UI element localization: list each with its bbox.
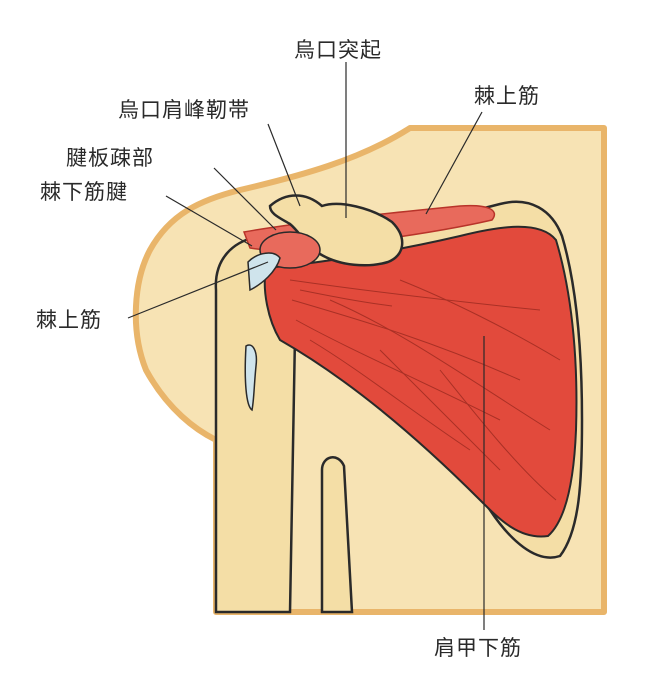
bicipital-groove xyxy=(244,344,258,412)
muscle-fibres xyxy=(289,279,561,501)
leader-lines xyxy=(127,62,485,630)
coracoid-process xyxy=(268,194,404,267)
scapula-lower-edge xyxy=(320,456,354,614)
label-coracoacromial-ligament: 烏口肩峰靭帯 xyxy=(118,98,250,122)
label-subscapularis: 肩甲下筋 xyxy=(434,636,522,660)
label-coracoid-process: 烏口突起 xyxy=(294,38,382,62)
label-rotator-interval: 腱板疎部 xyxy=(66,146,154,170)
label-supraspinatus-left: 棘上筋 xyxy=(36,308,102,332)
label-supraspinatus-top: 棘上筋 xyxy=(474,84,540,108)
label-infraspinatus-tendon: 棘下筋腱 xyxy=(40,180,128,204)
infraspinatus-tendon-shape xyxy=(247,252,281,292)
